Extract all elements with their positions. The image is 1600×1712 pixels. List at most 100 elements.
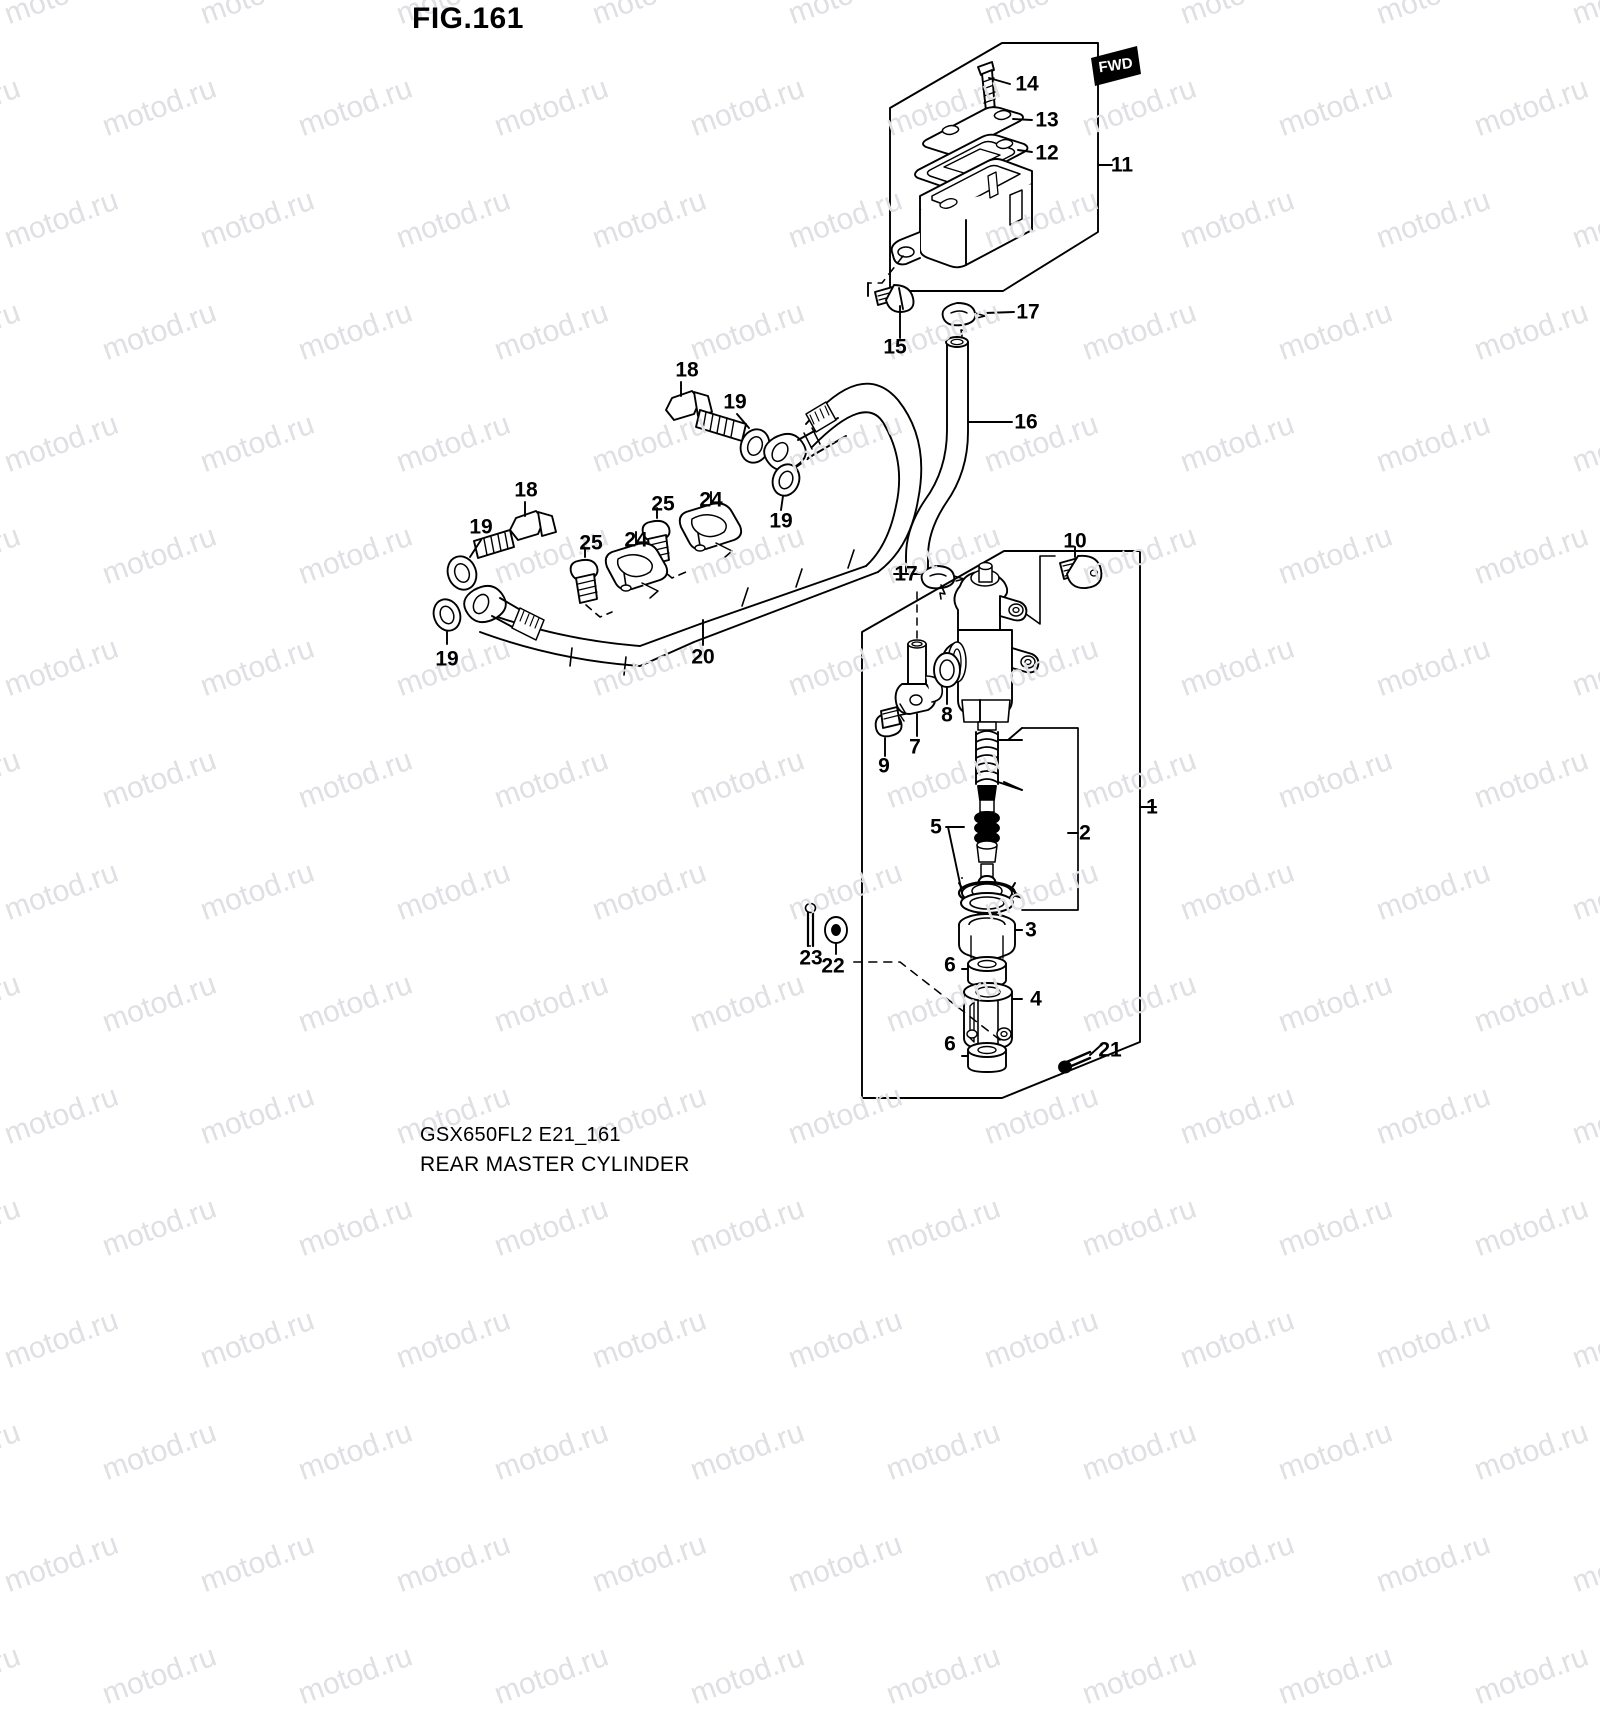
watermark-text: motod.ru: [196, 1303, 319, 1376]
exploded-parts-drawing: [432, 42, 1157, 1099]
callout-gasket-upper-b: 19: [769, 509, 793, 533]
watermark-text: motod.ru: [98, 1639, 221, 1712]
part-22-washer: [824, 916, 848, 955]
callout-reservoir-mount-screw: 15: [883, 335, 907, 359]
watermark-text: motod.ru: [0, 1303, 123, 1376]
watermark-text: motod.ru: [882, 1191, 1005, 1264]
part-19-gasket-lower-a: [446, 539, 482, 591]
callout-cotter-pin-lower: 21: [1098, 1038, 1122, 1062]
watermark-text: motod.ru: [1176, 1527, 1299, 1600]
watermark-text: motod.ru: [0, 1639, 25, 1712]
part-11-reservoir-tank: [867, 158, 1033, 284]
callout-cotter-pin: 23: [799, 946, 823, 970]
watermark-text: motod.ru: [1372, 1527, 1495, 1600]
part-25-clamp-screw-left: [569, 546, 613, 618]
callout-clamp-screw-right: 25: [651, 492, 675, 516]
hose-end-fitting-lower: [463, 584, 545, 641]
watermark-text: motod.ru: [686, 1415, 809, 1488]
callout-reservoir-diaphragm: 12: [1035, 141, 1059, 165]
part-19-gasket-upper-b: [771, 455, 813, 511]
watermark-text: motod.ru: [392, 1527, 515, 1600]
callout-cap-screw: 14: [1015, 72, 1039, 96]
watermark-text: motod.ru: [1078, 1191, 1201, 1264]
callout-hose-clip-upper: 17: [1016, 300, 1040, 324]
part-10-mounting-bolt: [1025, 546, 1103, 625]
watermark-text: motod.ru: [490, 1191, 613, 1264]
watermark-text: motod.ru: [0, 1527, 123, 1600]
circlip-body: [960, 892, 1014, 914]
part-17-clip-upper: [941, 302, 1015, 337]
part-6-nut-upper: [961, 956, 1007, 987]
watermark-text: motod.ru: [882, 1639, 1005, 1712]
watermark-text: motod.ru: [294, 1639, 417, 1712]
watermark-text: motod.ru: [784, 1303, 907, 1376]
callout-clamp-screw-left: 25: [579, 531, 603, 555]
part-12-diaphragm: [914, 133, 1033, 190]
figure-name: REAR MASTER CYLINDER: [420, 1153, 690, 1176]
watermark-text: motod.ru: [980, 1303, 1103, 1376]
callout-push-rod-joint: 4: [1030, 987, 1042, 1011]
group-box-master-cylinder: [861, 550, 1141, 1099]
watermark-text: motod.ru: [1568, 1303, 1600, 1376]
part-2-piston-set: [974, 721, 1023, 879]
watermark-text: motod.ru: [1470, 1639, 1593, 1712]
page-title: FIG.161: [412, 2, 524, 35]
callout-union-screw: 9: [878, 754, 890, 778]
callout-mounting-bolt: 10: [1063, 529, 1087, 553]
part-24-hose-clamp-left: [604, 531, 669, 599]
callout-reservoir-cap: 13: [1035, 108, 1059, 132]
model-code: GSX650FL2 E21_161: [420, 1124, 621, 1146]
watermark-text: motod.ru: [588, 1303, 711, 1376]
part-15-mount-screw: [867, 282, 915, 339]
callout-hose-clamp-right: 24: [699, 488, 723, 512]
watermark-text: motod.ru: [0, 1191, 25, 1264]
watermark-text: motod.ru: [1078, 1415, 1201, 1488]
watermark-text: motod.ru: [490, 1415, 613, 1488]
part-24-hose-clamp-right: [678, 491, 743, 559]
watermark-text: motod.ru: [490, 1639, 613, 1712]
watermark-text: motod.ru: [392, 1303, 515, 1376]
part-19-gasket-lower-b: [432, 598, 462, 645]
part-8-o-ring: [933, 652, 961, 705]
part-18-union-bolt-lower: [473, 501, 557, 559]
callout-washer: 22: [821, 954, 845, 978]
watermark-text: motod.ru: [0, 1415, 25, 1488]
watermark-text: motod.ru: [1078, 1639, 1201, 1712]
watermark-text: motod.ru: [686, 1639, 809, 1712]
watermark-text: motod.ru: [294, 1191, 417, 1264]
callout-gasket-lower-b: 19: [435, 647, 459, 671]
watermark-text: motod.ru: [1176, 1303, 1299, 1376]
callout-push-rod-washer: 5: [930, 815, 942, 839]
part-9-screw: [874, 706, 903, 757]
watermark-text: motod.ru: [1470, 1191, 1593, 1264]
hose-end-fitting-upper: [763, 401, 847, 472]
watermark-text: motod.ru: [98, 1191, 221, 1264]
watermark-text: motod.ru: [686, 1191, 809, 1264]
watermark-text: motod.ru: [1372, 1303, 1495, 1376]
part-20-brake-hose: [479, 382, 923, 676]
watermark-text: motod.ru: [196, 1527, 319, 1600]
watermark-text: motod.ru: [1274, 1639, 1397, 1712]
part-21-cotter-pin-lower: [1058, 1045, 1101, 1074]
callout-union-bolt-upper: 18: [675, 358, 699, 382]
callout-piston-and-cup-set: 2: [1079, 821, 1091, 845]
callout-gasket-upper-a: 19: [723, 390, 747, 414]
watermark-text: motod.ru: [784, 1527, 907, 1600]
callout-rear-master-cylinder-assembly: 1: [1146, 795, 1158, 819]
fwd-badge: FWD: [1085, 44, 1147, 95]
part-16-reservoir-hose: [905, 336, 1013, 573]
callout-lock-nut-lower: 6: [944, 1032, 956, 1056]
callout-reservoir-hose-union: 7: [909, 735, 921, 759]
callout-rear-brake-hose: 20: [691, 645, 715, 669]
watermark-text: motod.ru: [294, 1415, 417, 1488]
watermark-text: motod.ru: [980, 1527, 1103, 1600]
watermark-text: motod.ru: [98, 1415, 221, 1488]
callout-gasket-lower-a: 19: [469, 515, 493, 539]
fwd-badge-text: FWD: [1098, 55, 1134, 77]
part-13-reservoir-cap: [922, 106, 1033, 156]
watermark-text: motod.ru: [1274, 1415, 1397, 1488]
part-7-hose-union: [894, 587, 944, 737]
callout-o-ring: 8: [941, 703, 953, 727]
